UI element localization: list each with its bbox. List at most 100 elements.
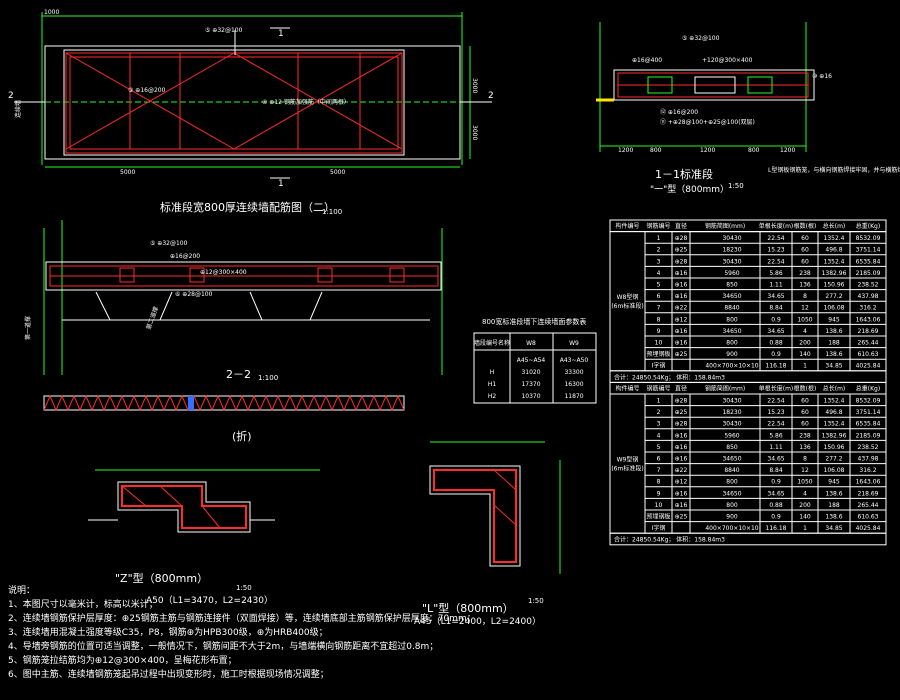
big-table-cell: 106.08 [824, 305, 845, 312]
big-table-cell: 8 [803, 456, 807, 463]
big-table-cell: 22.54 [767, 258, 784, 265]
big-table-cell: 0.9 [771, 351, 781, 358]
big-table-header: 总重(Kg) [856, 222, 880, 230]
big-table-cell: 8532.09 [856, 398, 881, 405]
big-table-header: 直径 [675, 222, 687, 230]
big-table-cell: 18230 [722, 247, 741, 254]
big-table-cell: ⊕16 [675, 293, 688, 300]
big-table-cell: 4 [803, 490, 807, 497]
big-table-cell: 34.85 [825, 525, 842, 532]
section-1-1: ⑤ ⊕32@100 ⊕16@400 +120@300×400 ⑫ ⊕16@200… [596, 22, 900, 195]
big-table-cell: 0.9 [771, 479, 781, 486]
big-table-cell: ⊕28 [675, 421, 688, 428]
small-table-title: 800宽标准段墙下连续墙面参数表 [482, 317, 586, 326]
big-table-cell: ⊕28 [675, 398, 688, 405]
big-table-cell: 9 [657, 490, 661, 497]
big-table-cell: 610.63 [858, 514, 879, 521]
big-table-cell: 34.65 [767, 328, 784, 335]
big-table-cell: 496.8 [825, 409, 842, 416]
s11-label-1: ⑤ ⊕32@100 [682, 35, 720, 42]
big-table-cell: 3 [657, 421, 661, 428]
corner-l-detail: "L"型（800mm） 1:50 A45（L1=2400，L2=2400） [414, 441, 561, 627]
big-table-cell: 277.2 [825, 293, 842, 300]
s22-title: 2－2 [226, 368, 251, 381]
big-table-header: 直径 [675, 384, 687, 392]
s11-dim-5: 1200 [780, 147, 795, 154]
big-table-cell: 2185.09 [856, 432, 881, 439]
section-2-2: ⊕16@200 ⊕12@300×400 ⑤ ⊕32@100 ⑥ ⊕28@100 … [24, 220, 443, 412]
big-table-cell: 8 [657, 479, 661, 486]
plan-title: 标准段宽800厚连续墙配筋图（二） [160, 200, 335, 214]
big-table-cell: ⊕16 [675, 282, 688, 289]
note-item-4: 4、导墙旁钢筋的位置可适当调整，一般情况下，钢筋间距不大于2m，与墙端横向钢筋距… [8, 642, 439, 652]
big-table-cell: ⊕16 [675, 340, 688, 347]
big-table-cell: 1352.4 [824, 421, 845, 428]
big-table-cell: 8840 [724, 305, 739, 312]
big-table-cell: 1.11 [769, 282, 783, 289]
big-table-cell: 1352.4 [824, 235, 845, 242]
s11-subtitle: "一"型（800mm） [650, 184, 729, 195]
note-item-5: 5、钢筋笼拉结筋均为⊕12@300×400，呈梅花形布置； [8, 656, 237, 666]
big-table-cell: 218.69 [858, 328, 879, 335]
notes-heading: 说明： [8, 586, 36, 596]
s22-label-4: ⑥ ⊕28@100 [175, 291, 213, 298]
plan-left-note: 连续墙 [14, 100, 22, 118]
big-table-cell: 1 [803, 363, 807, 370]
big-table-cell: 2 [657, 409, 661, 416]
big-table-cell: 116.18 [766, 525, 787, 532]
big-table-cell: 3751.14 [856, 247, 881, 254]
big-table-cell: 60 [801, 398, 809, 405]
big-table-cell: 4 [803, 328, 807, 335]
big-table-cell: 265.44 [858, 502, 879, 509]
small-table-cell: H1 [488, 381, 497, 388]
big-table-cell: ⊕28 [675, 235, 688, 242]
big-table-cell: 800 [726, 502, 738, 509]
big-table-cell: 5 [657, 444, 661, 451]
small-table-cell: H2 [488, 393, 497, 400]
big-table-cell: ⊕16 [675, 502, 688, 509]
big-table-cell: 138.6 [825, 328, 842, 335]
small-table-cell: H [490, 369, 495, 376]
big-table-cell: ⊕16 [675, 432, 688, 439]
big-table-cell: 34650 [722, 490, 741, 497]
big-table-cell: 106.08 [824, 467, 845, 474]
big-table-cell: 22.54 [767, 421, 784, 428]
big-table-cell: 30430 [722, 421, 741, 428]
big-table-cell: 2 [657, 247, 661, 254]
big-table-cell: 1382.96 [822, 270, 847, 277]
big-table-cell: 8840 [724, 467, 739, 474]
plan-rebar-note: ④ ⊕12 钢筋加强筋（中间两根） [262, 98, 350, 106]
big-table-cell: 150.96 [824, 444, 845, 451]
big-table-cell: 34.85 [825, 363, 842, 370]
big-table-cell: 945 [828, 316, 840, 323]
big-table-cell: 1 [657, 235, 661, 242]
plan-dim-right-1: 3000 [471, 78, 478, 93]
s11-scale: 1:50 [728, 182, 744, 190]
small-table-cell: A45~A54 [517, 357, 546, 364]
big-table-cell: 6 [657, 293, 661, 300]
big-table-cell: 138.6 [825, 514, 842, 521]
big-table-cell: 1352.4 [824, 258, 845, 265]
section-mark-1-bottom: 1 [278, 179, 284, 189]
big-table-cell: 136 [799, 444, 811, 451]
big-table-group-name: (6m标准段) [611, 302, 643, 310]
big-table-cell: ⊕12 [675, 316, 688, 323]
big-table-cell: 34.65 [767, 293, 784, 300]
big-table-cell: 6535.84 [856, 258, 881, 265]
small-table-cell: 17370 [521, 381, 540, 388]
s11-label-4: +120@300×400 [702, 57, 753, 64]
big-table-cell: 140 [799, 351, 811, 358]
big-table-cell: 800 [726, 340, 738, 347]
big-table-header: 总长(m) [823, 384, 846, 392]
big-table-cell: 437.98 [858, 456, 879, 463]
s22-label-2: ⊕12@300×400 [200, 269, 247, 276]
big-table-cell: 238.52 [858, 444, 879, 451]
big-table-cell: 30430 [722, 398, 741, 405]
small-table-cell: 16300 [564, 381, 583, 388]
big-table-cell: 5960 [724, 432, 739, 439]
big-table-cell: ⊕28 [675, 258, 688, 265]
big-table-cell: 2185.09 [856, 270, 881, 277]
big-table-cell: 900 [726, 351, 738, 358]
big-table-cell: 1352.4 [824, 398, 845, 405]
big-table-cell: ⊕25 [675, 351, 688, 358]
